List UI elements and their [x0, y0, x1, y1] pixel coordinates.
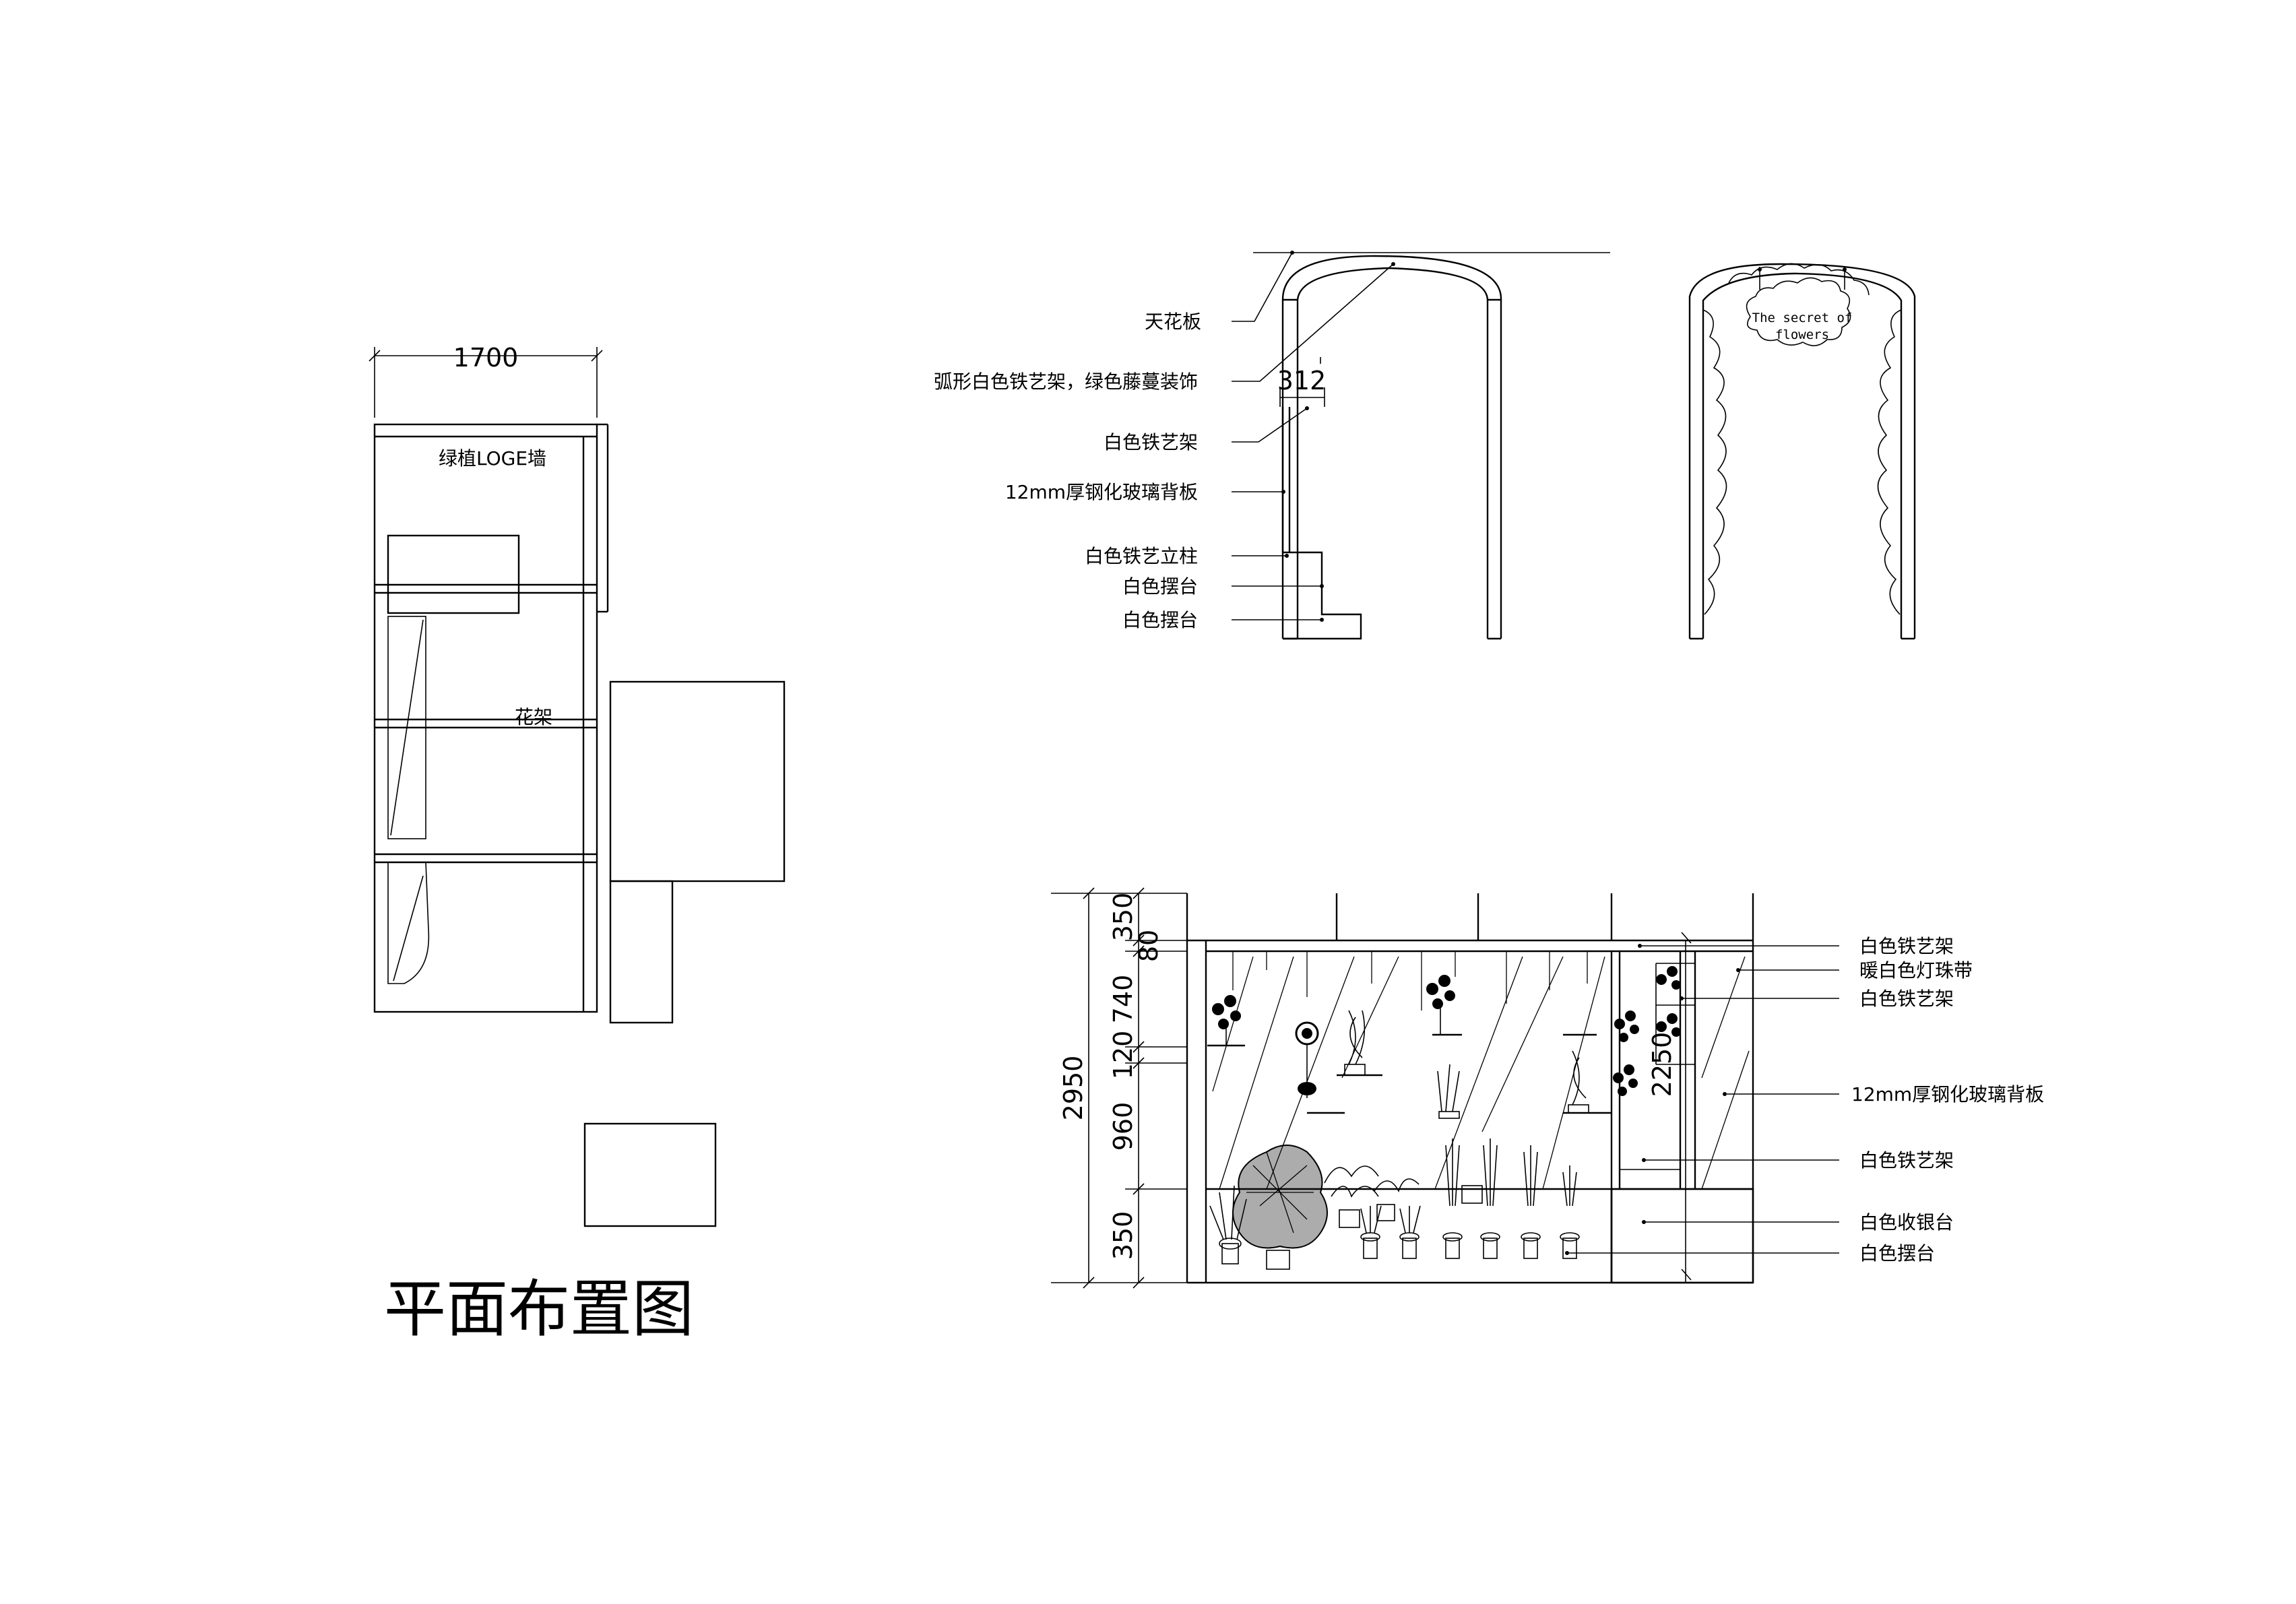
white-frame-label: 白色铁艺架	[1104, 431, 1198, 453]
green-wall-label: 绿植LOGE墙	[439, 447, 546, 470]
elev-glass-label: 12mm厚钢化玻璃背板	[1851, 1083, 2044, 1105]
elev-cashier-label: 白色收银台	[1859, 1211, 1954, 1233]
elev-frame-top-label: 白色铁艺架	[1859, 935, 1954, 957]
dim-120: 120	[1108, 1031, 1138, 1080]
glass-label: 12mm厚钢化玻璃背板	[1005, 481, 1198, 503]
dim-960: 960	[1108, 1102, 1138, 1151]
arch-front-view: The secret of flowers	[1688, 263, 1916, 640]
elev-frame-mid-label: 白色铁艺架	[1859, 988, 1954, 1010]
depth-dimension: 312	[1277, 366, 1327, 395]
counter-label-1: 白色摆台	[1122, 575, 1198, 598]
elevation-view: 白色铁艺架 暖白色灯珠带 白色铁艺架 12mm厚钢化玻璃背板 白色铁艺架 白色收…	[1051, 887, 2044, 1289]
section-view: 312 天花板 弧形白色铁艺架，绿色藤蔓装饰 白色铁艺架 12mm厚钢化玻璃背板…	[934, 251, 1610, 640]
dim-740: 740	[1108, 975, 1138, 1024]
vertical-dimensions: 2950 350 80 740 120 960 350 2250	[1051, 887, 1677, 1289]
floor-plants	[1209, 1138, 1580, 1270]
ceiling-label: 天花板	[1145, 311, 1201, 333]
shelf-plants	[1212, 966, 1681, 1119]
plan-title: 平面布置图	[384, 1273, 694, 1345]
hanging-lines	[1232, 951, 1588, 1010]
floor-plan: 1700 绿植LOGE墙 花架 平面布置图	[369, 343, 786, 1345]
elev-counter-label: 白色摆台	[1859, 1242, 1935, 1264]
elev-frame-low-label: 白色铁艺架	[1859, 1149, 1954, 1172]
elev-led-label: 暖白色灯珠带	[1859, 959, 1973, 982]
dim-350-bottom: 350	[1108, 1211, 1138, 1260]
sign-text-line1: The secret of	[1752, 311, 1853, 325]
arch-label: 弧形白色铁艺架，绿色藤蔓装饰	[934, 371, 1198, 393]
dim-80: 80	[1134, 930, 1163, 962]
dim-total: 2950	[1058, 1056, 1088, 1121]
column-label: 白色铁艺立柱	[1085, 545, 1198, 567]
dim-2250: 2250	[1647, 1032, 1677, 1097]
sign-text-line2: flowers	[1775, 327, 1829, 342]
flower-rack-label: 花架	[515, 706, 552, 728]
counter-label-2: 白色摆台	[1122, 609, 1198, 631]
dim-350-top: 350	[1108, 893, 1138, 942]
plan-width-dimension: 1700	[453, 343, 519, 373]
